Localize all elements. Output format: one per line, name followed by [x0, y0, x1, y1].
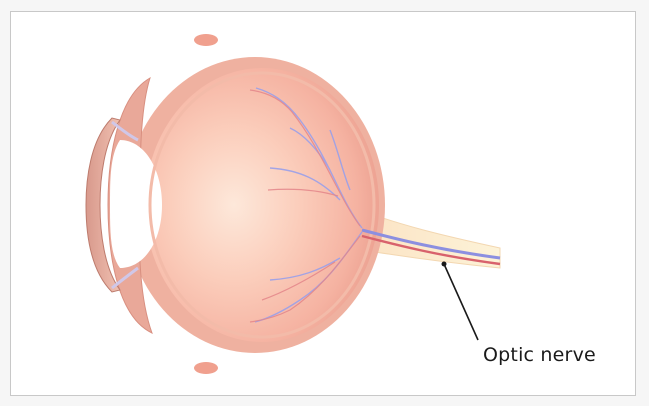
optic-nerve-label: Optic nerve	[483, 344, 596, 366]
lower-lid	[194, 362, 218, 374]
optic-nerve-leader-line	[444, 264, 478, 340]
optic-nerve-leader-dot	[442, 262, 447, 267]
eyeball	[145, 68, 379, 342]
upper-lid	[194, 34, 218, 46]
